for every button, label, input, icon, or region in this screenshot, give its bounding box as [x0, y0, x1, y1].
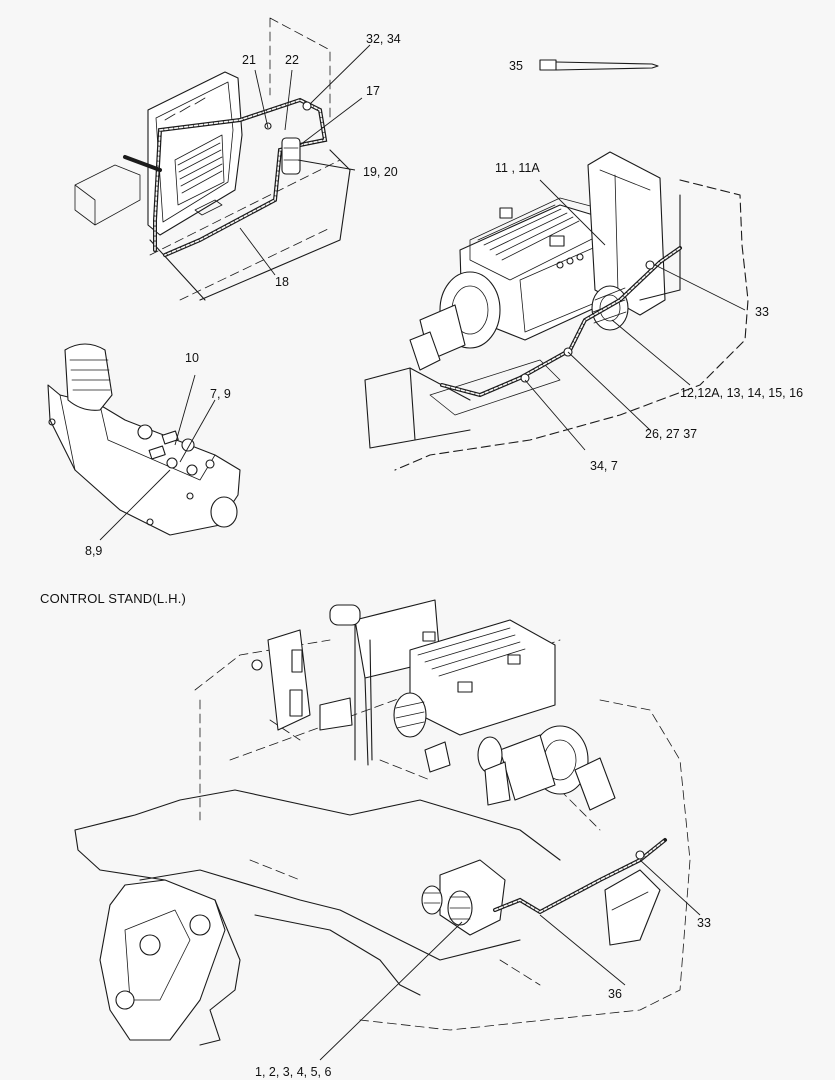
callout-11-11a: 11 , 11A — [495, 161, 540, 175]
callout-1-6: 1, 2, 3, 4, 5, 6 — [255, 1065, 332, 1079]
controller-mount-assembly — [364, 151, 749, 471]
joystick-grip-assembly — [47, 343, 241, 536]
callout-33-top: 33 — [755, 305, 769, 319]
callout-21: 21 — [242, 53, 256, 67]
callout-26-27-37: 26, 27 37 — [645, 427, 698, 441]
callout-10: 10 — [185, 351, 199, 365]
callout-35: 35 — [509, 59, 523, 73]
control-stand-frame — [74, 599, 691, 1046]
figure-caption: CONTROL STAND(L.H.) — [40, 591, 187, 606]
callout-7-9: 7, 9 — [210, 387, 231, 401]
callout-18: 18 — [275, 275, 289, 289]
leader-lines — [99, 44, 746, 1061]
callout-19-20: 19, 20 — [363, 165, 398, 179]
control-box-assembly — [74, 17, 351, 301]
cable-tie — [539, 59, 659, 71]
callout-34-7: 34, 7 — [590, 459, 618, 473]
callout-33-bottom: 33 — [697, 916, 711, 930]
callout-36: 36 — [608, 987, 622, 1001]
callout-22: 22 — [285, 53, 299, 67]
callout-32-34: 32, 34 — [366, 32, 401, 46]
callout-8-9: 8,9 — [85, 544, 103, 558]
callout-12-16: 12,12A, 13, 14, 15, 16 — [680, 386, 804, 400]
callout-17: 17 — [366, 84, 380, 98]
